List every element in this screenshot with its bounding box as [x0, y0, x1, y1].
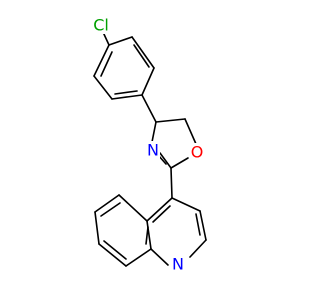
bond — [100, 51, 113, 77]
bond — [93, 44, 110, 77]
bond — [111, 94, 143, 100]
bond — [125, 248, 152, 267]
bond — [98, 243, 127, 267]
bond — [199, 210, 207, 241]
structure-drawing: Cl N O N — [90, 15, 207, 274]
bond — [170, 167, 173, 199]
oxazoline-ring — [151, 118, 197, 169]
bond — [146, 220, 152, 250]
bond — [152, 205, 171, 223]
bond — [103, 240, 127, 260]
quinoline-pyridine-ring — [146, 197, 207, 266]
bond — [141, 67, 155, 96]
bond — [159, 152, 172, 169]
bond — [150, 248, 169, 266]
bond — [114, 90, 138, 95]
bond — [170, 157, 189, 169]
bond — [118, 194, 148, 222]
bond — [151, 121, 157, 143]
bond — [155, 118, 186, 123]
atom-label-n-oxazoline: N — [146, 141, 160, 160]
bond — [94, 194, 120, 213]
atom-label-o-oxazoline: O — [190, 143, 204, 162]
molecule-diagram: Cl N O N — [90, 15, 207, 274]
bond — [102, 31, 110, 46]
chlorophenyl-ring — [93, 36, 155, 100]
bond — [108, 36, 133, 46]
bond — [189, 239, 207, 258]
bond — [94, 211, 100, 245]
quinoline-nitrogen-label: N — [172, 255, 184, 274]
chlorine-label: Cl — [93, 16, 109, 35]
oxazoline-nitrogen-label: N — [147, 141, 159, 160]
bond — [195, 213, 201, 236]
oxazoline-oxygen-label: O — [191, 143, 204, 162]
bond — [145, 226, 149, 245]
bond — [93, 75, 113, 100]
bond — [184, 118, 197, 145]
bond — [100, 202, 121, 217]
bond — [171, 197, 201, 212]
atom-label-n-quinoline: N — [171, 255, 185, 274]
atom-label-cl: Cl — [90, 16, 114, 35]
bond — [131, 36, 155, 69]
bond — [133, 44, 150, 68]
quinoline-benzo-ring — [94, 194, 152, 267]
bond — [141, 94, 157, 123]
bond — [146, 197, 173, 222]
